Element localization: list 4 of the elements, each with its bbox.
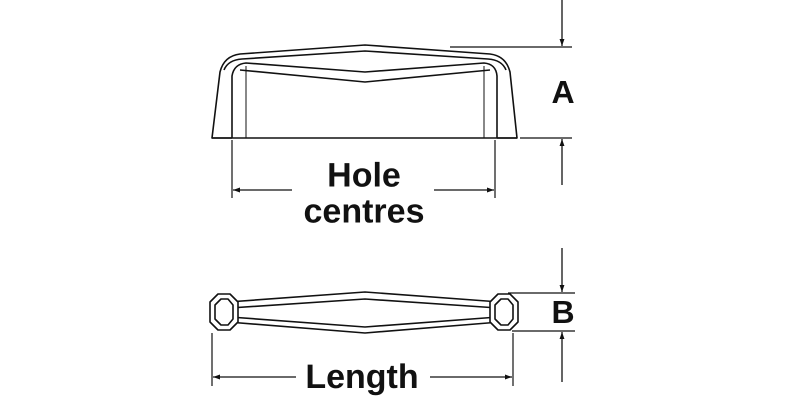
dimension-label: Hole centres (302, 158, 426, 230)
dimension-label: A (551, 76, 575, 110)
dimension-label: Length (305, 360, 419, 396)
dimension-label: B (551, 296, 575, 330)
